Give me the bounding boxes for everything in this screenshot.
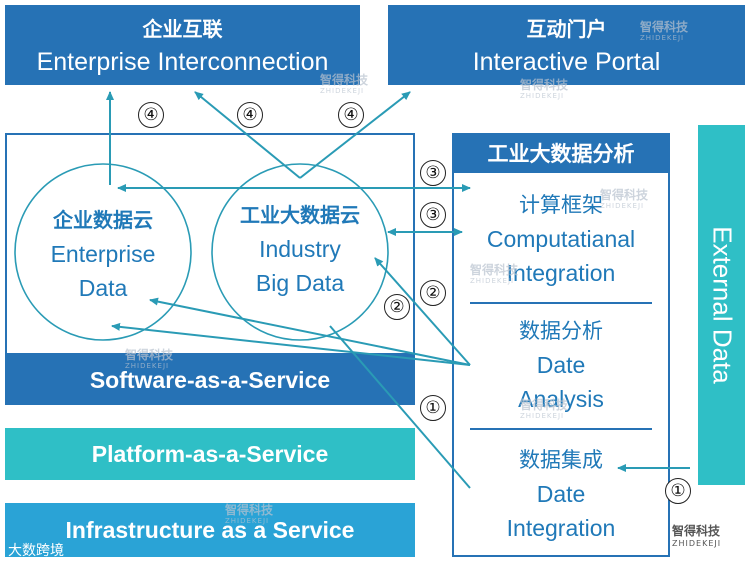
industry-cloud-zh: 工业大数据云: [240, 203, 360, 227]
enterprise-interconnection-en: Enterprise Interconnection: [36, 48, 329, 76]
industry-cloud-en2: Big Data: [255, 270, 345, 296]
paas-bar: Platform-as-a-Service: [5, 428, 415, 480]
footer-watermark-text: 大数跨境: [8, 543, 64, 559]
computational-section: 计算框架 Computatianal Integration: [454, 188, 668, 290]
paas-label: Platform-as-a-Service: [91, 440, 329, 467]
computational-zh: 计算框架: [519, 193, 603, 217]
enterprise-interconnection-box: 企业互联 Enterprise Interconnection: [5, 5, 360, 85]
interactive-portal-en: Interactive Portal: [472, 48, 661, 76]
industry-cloud-circle: [211, 163, 389, 341]
arrow-analysis-to-enterprise: [149, 297, 471, 366]
industry-cloud-en1: Industry: [259, 236, 341, 262]
cloud-circles: [14, 163, 389, 341]
enterprise-cloud-en2: Data: [78, 275, 128, 301]
brand-badge-name: 智得科技: [672, 524, 721, 538]
step-4-marker-a: ④: [138, 102, 164, 128]
integration-en1: Date: [536, 481, 586, 507]
line-integration-link: [329, 325, 471, 489]
iaas-bar: Infrastructure as a Service: [5, 503, 415, 557]
computational-en1: Computatianal: [486, 226, 636, 252]
analytics-header: 工业大数据分析: [452, 133, 670, 173]
enterprise-cloud-en1: Enterprise: [50, 241, 156, 267]
step-3-marker-a: ③: [420, 160, 446, 186]
step-2-marker-a: ②: [420, 280, 446, 306]
step-3-marker-b: ③: [420, 202, 446, 228]
saas-label: Software-as-a-Service: [89, 366, 331, 393]
enterprise-cloud-circle: [14, 163, 192, 341]
computational-en2: Integration: [506, 260, 616, 286]
step-2-marker-b: ②: [384, 294, 410, 320]
step-1-marker-a: ①: [420, 395, 446, 421]
saas-frame: [5, 133, 415, 355]
step-4-marker-c: ④: [338, 102, 364, 128]
analytics-divider-2: [470, 428, 652, 430]
integration-zh: 数据集成: [519, 448, 603, 472]
enterprise-cloud: 企业数据云 Enterprise Data: [18, 203, 188, 305]
analysis-zh: 数据分析: [519, 319, 603, 343]
external-data-bar: External Data: [698, 125, 745, 485]
analytics-divider-1: [470, 302, 652, 304]
integration-en2: Integration: [506, 515, 616, 541]
arrow-analysis-to-enterprise-low: [111, 322, 471, 366]
brand-badge-sub: ZHIDEKEJI: [672, 539, 722, 548]
analytics-title: 工业大数据分析: [487, 142, 635, 166]
footer-watermark: 大数跨境: [8, 540, 64, 560]
iaas-label: Infrastructure as a Service: [65, 516, 355, 543]
analysis-section: 数据分析 Date Analysis: [454, 314, 668, 416]
brand-badge: 智得科技 ZHIDEKEJI: [672, 522, 721, 548]
arrow-industry-to-portal: [299, 91, 411, 179]
enterprise-interconnection-zh: 企业互联: [142, 17, 223, 41]
analysis-en2: Analysis: [518, 386, 604, 412]
step-1-marker-b: ①: [665, 478, 691, 504]
interactive-portal-zh: 互动门户: [526, 17, 607, 41]
industry-cloud: 工业大数据云 Industry Big Data: [215, 198, 385, 300]
arrow-industry-to-interconnection: [194, 91, 301, 179]
arrow-analysis-to-industry: [374, 257, 471, 366]
enterprise-cloud-zh: 企业数据云: [53, 208, 153, 232]
analysis-en1: Date: [536, 352, 586, 378]
saas-bar: Software-as-a-Service: [5, 355, 415, 405]
integration-section: 数据集成 Date Integration: [454, 443, 668, 545]
step-4-marker-b: ④: [237, 102, 263, 128]
interactive-portal-box: 互动门户 Interactive Portal: [388, 5, 745, 85]
